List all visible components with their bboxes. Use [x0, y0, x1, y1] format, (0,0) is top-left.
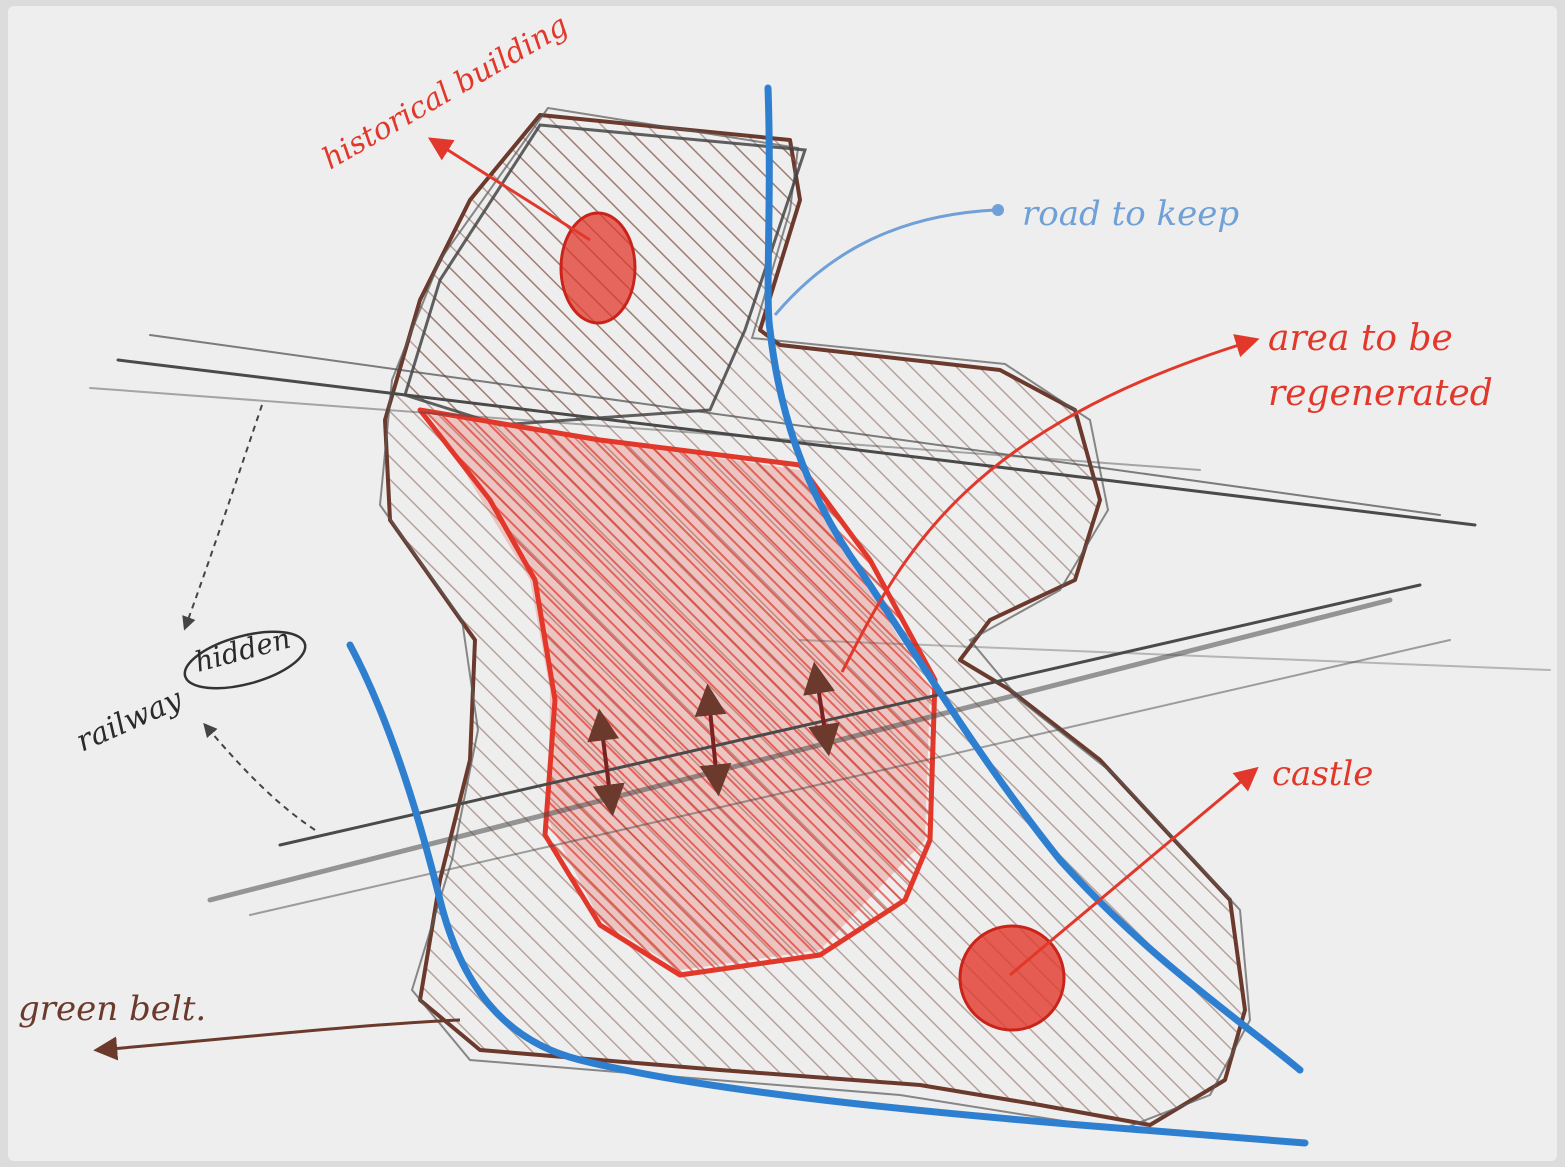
label-green-belt: green belt.: [18, 989, 206, 1029]
road-to-keep-pointer-dot: [992, 204, 1004, 216]
label-castle: castle: [1272, 754, 1373, 794]
label-regenerated: regenerated: [1268, 373, 1493, 414]
label-area-to-be: area to be: [1268, 318, 1453, 359]
label-road-to-keep: road to keep: [1022, 194, 1239, 234]
